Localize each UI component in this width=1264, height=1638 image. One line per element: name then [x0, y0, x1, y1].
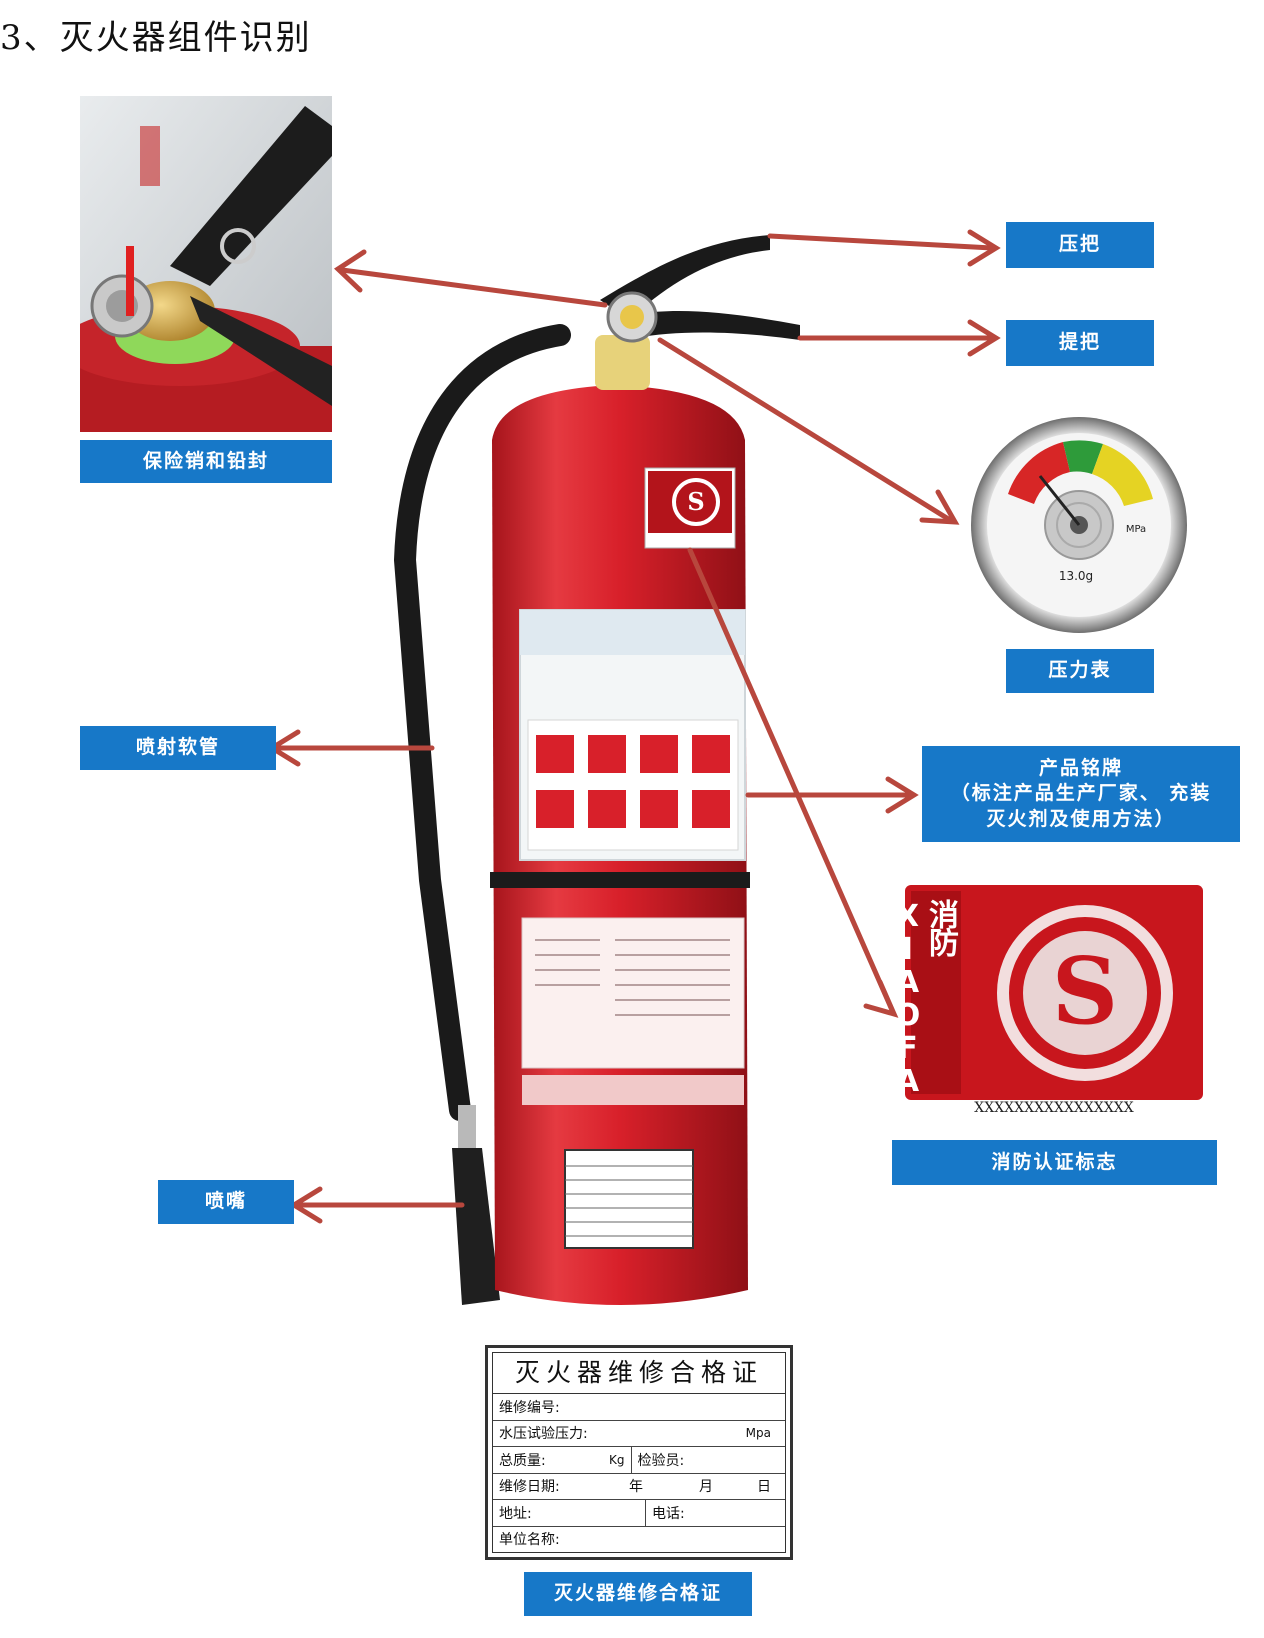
svg-text:S: S: [687, 487, 704, 516]
cert-row-company: 单位名称:: [499, 1532, 560, 1549]
cert-mark-serial: XXXXXXXXXXXXXXXX: [974, 1100, 1134, 1116]
certification-mark-image: S 消防XIAOFANG XXXXXXXXXXXXXXXX: [905, 885, 1203, 1120]
nozzle-label: 喷嘴: [158, 1180, 294, 1224]
pressure-gauge-image: 13.0g MPa: [968, 414, 1190, 636]
cert-row-pressure: 水压试验压力: Mpa: [493, 1421, 785, 1447]
nameplate-label: 产品铭牌 （标注产品生产厂家、 充装 灭火剂及使用方法）: [922, 746, 1240, 842]
cert-mark-vertical-text: 消防XIAOFANG: [905, 899, 958, 1120]
cert-row-mass: 总质量: Kg 检验员:: [493, 1447, 785, 1474]
maintenance-cert-label: 灭火器维修合格证: [524, 1572, 752, 1616]
cert-title: 灭火器维修合格证: [493, 1353, 785, 1394]
hose-label: 喷射软管: [80, 726, 276, 770]
cert-mark-label: 消防认证标志: [892, 1140, 1217, 1185]
cert-row-date: 维修日期: 年 月 日: [493, 1474, 785, 1500]
cert-row-repair-no: 维修编号:: [493, 1394, 785, 1421]
safety-pin-photo: [80, 96, 332, 432]
cert-row-address: 地址: 电话:: [493, 1500, 785, 1527]
press-handle-label: 压把: [1006, 222, 1154, 268]
safety-pin-label: 保险销和铅封: [80, 440, 332, 483]
svg-text:S: S: [1052, 937, 1118, 1045]
carry-handle-label: 提把: [1006, 320, 1154, 366]
gauge-label: 压力表: [1006, 649, 1154, 693]
maintenance-certificate: 灭火器维修合格证 维修编号: 水压试验压力: Mpa 总质量: Kg 检验员: …: [485, 1345, 793, 1560]
gauge-unit: MPa: [1126, 524, 1146, 535]
page-title: 3、灭火器组件识别: [0, 18, 312, 58]
gauge-value: 13.0g: [1059, 569, 1093, 583]
